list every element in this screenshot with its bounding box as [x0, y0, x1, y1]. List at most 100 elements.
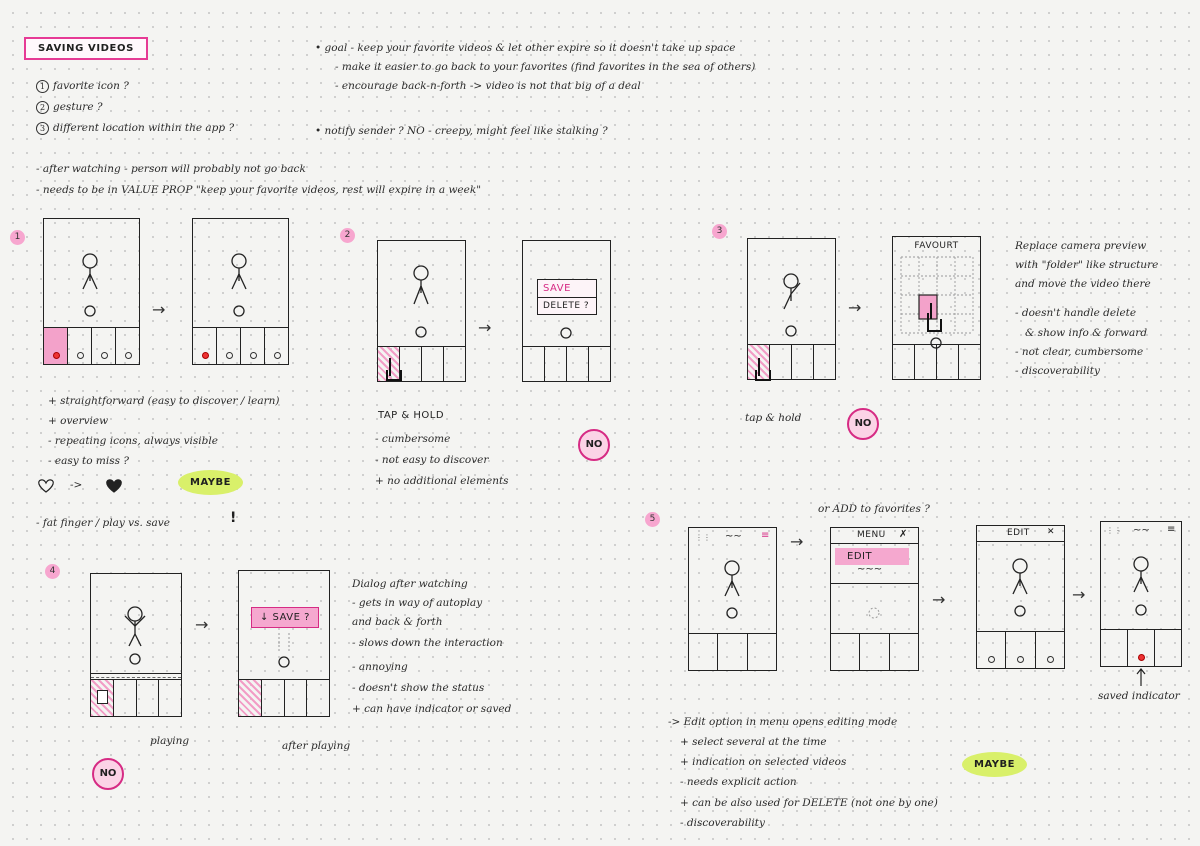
video-tile[interactable]	[92, 328, 116, 364]
video-tile[interactable]	[893, 345, 915, 379]
heart-filled-icon	[106, 479, 122, 493]
option-1: favorite icon ?	[53, 80, 129, 92]
note-line: - doesn't show the status	[352, 681, 485, 694]
video-tile[interactable]	[91, 680, 114, 716]
after-playing-caption: after playing	[282, 740, 351, 752]
video-tile[interactable]	[1036, 632, 1064, 668]
saved-indicator-caption: saved indicator	[1098, 690, 1180, 702]
video-tile[interactable]	[860, 634, 890, 670]
video-tile[interactable]	[307, 680, 329, 716]
video-tile[interactable]	[1128, 630, 1155, 666]
note-line: - doesn't handle delete	[1015, 307, 1137, 320]
video-tile[interactable]	[770, 345, 792, 379]
video-tile[interactable]	[523, 347, 545, 381]
heart-icon[interactable]	[273, 352, 281, 359]
goal-line: • goal - keep your favorite videos & let…	[315, 42, 736, 54]
sketch-number: 4	[45, 564, 60, 579]
video-tile[interactable]	[1006, 632, 1036, 668]
phone-frame	[43, 218, 140, 365]
note-line: + no additional elements	[375, 475, 509, 488]
video-tile[interactable]	[44, 328, 68, 364]
sketch-number: 3	[712, 224, 727, 239]
menu-edit-item[interactable]: EDIT	[835, 548, 909, 565]
video-tile[interactable]	[68, 328, 92, 364]
video-tile[interactable]	[444, 347, 465, 381]
goal-line: - encourage back-n-forth -> video is not…	[335, 80, 641, 93]
heart-icon[interactable]	[124, 352, 132, 359]
video-tile[interactable]	[567, 347, 589, 381]
close-icon[interactable]: ✗	[899, 529, 908, 540]
heart-arrow: ->	[70, 479, 83, 491]
note-line: and move the video there	[1015, 278, 1151, 291]
video-tile[interactable]	[422, 347, 444, 381]
save-dialog[interactable]: ↓ SAVE ?	[251, 607, 319, 628]
select-circle-icon[interactable]	[988, 656, 996, 663]
heart-icon[interactable]	[225, 352, 233, 359]
video-tile[interactable]	[217, 328, 241, 364]
heart-icon[interactable]	[249, 352, 257, 359]
video-tile[interactable]	[589, 347, 610, 381]
note-line: - repeating icons, always visible	[48, 435, 218, 448]
menu-icon[interactable]: ≡	[1167, 524, 1176, 535]
heart-icon[interactable]	[201, 352, 209, 359]
stick-figure	[124, 606, 146, 665]
record-button	[278, 633, 290, 668]
flow-arrow: →	[932, 590, 946, 609]
video-tile[interactable]	[114, 680, 137, 716]
sketch-4-notes: Dialog after watching - gets in way of a…	[352, 578, 511, 716]
video-tile[interactable]	[1155, 630, 1181, 666]
menu-icon[interactable]: ≡	[761, 530, 770, 541]
wave-icon: ~~~	[857, 564, 883, 575]
verdict-badge: NO	[578, 429, 610, 461]
video-tile[interactable]	[116, 328, 139, 364]
note-line: - not clear, cumbersome	[1015, 345, 1144, 358]
video-tile[interactable]	[159, 680, 181, 716]
video-tile[interactable]	[718, 634, 748, 670]
video-tile[interactable]	[137, 680, 160, 716]
heart-icon[interactable]	[100, 352, 108, 359]
video-tile[interactable]	[959, 345, 980, 379]
video-tile[interactable]	[792, 345, 814, 379]
phone-frame: FAVOURT	[892, 236, 981, 380]
heart-icon[interactable]	[52, 352, 60, 359]
heart-icon[interactable]	[76, 352, 84, 359]
verdict-badge: MAYBE	[962, 752, 1027, 777]
hand-pointer-icon	[386, 358, 402, 381]
video-tile[interactable]	[262, 680, 285, 716]
flow-arrow: →	[1072, 585, 1086, 604]
video-tile[interactable]	[241, 328, 265, 364]
select-circle-icon[interactable]	[1046, 656, 1054, 663]
video-tile[interactable]	[890, 634, 918, 670]
video-tile[interactable]	[400, 347, 422, 381]
grid-icon: ⋮⋮	[695, 533, 711, 542]
video-tile[interactable]	[915, 345, 937, 379]
video-tile[interactable]	[193, 328, 217, 364]
play-icon	[97, 690, 108, 704]
video-tile[interactable]	[937, 345, 959, 379]
sketch-5-notes: -> Edit option in menu opens editing mod…	[668, 716, 938, 830]
video-tile[interactable]	[239, 680, 262, 716]
menu-delete[interactable]: DELETE ?	[543, 301, 590, 311]
video-tile[interactable]	[545, 347, 567, 381]
video-tile[interactable]	[977, 632, 1007, 668]
verdict-badge: NO	[92, 758, 124, 790]
phone-frame: MENU ✗ EDIT ~~~	[830, 527, 919, 671]
video-tile[interactable]	[265, 328, 288, 364]
close-icon[interactable]: ✕	[1047, 527, 1055, 537]
menu-title: MENU	[857, 530, 886, 540]
video-tile[interactable]	[831, 634, 861, 670]
sketch-2-caption: TAP & HOLD	[378, 410, 445, 421]
menu-save[interactable]: SAVE	[538, 280, 596, 298]
video-tile[interactable]	[814, 345, 835, 379]
note-line: - gets in way of autoplay	[352, 597, 483, 610]
video-tile[interactable]	[285, 680, 308, 716]
edit-title: EDIT	[1007, 528, 1030, 538]
page-title: SAVING VIDEOS	[24, 37, 148, 60]
sketch-number: 5	[645, 512, 660, 527]
video-tile[interactable]	[689, 634, 719, 670]
note-line: - cumbersome	[375, 433, 451, 445]
video-tile[interactable]	[1101, 630, 1128, 666]
select-circle-icon[interactable]	[1017, 656, 1025, 663]
video-tile[interactable]	[748, 634, 776, 670]
